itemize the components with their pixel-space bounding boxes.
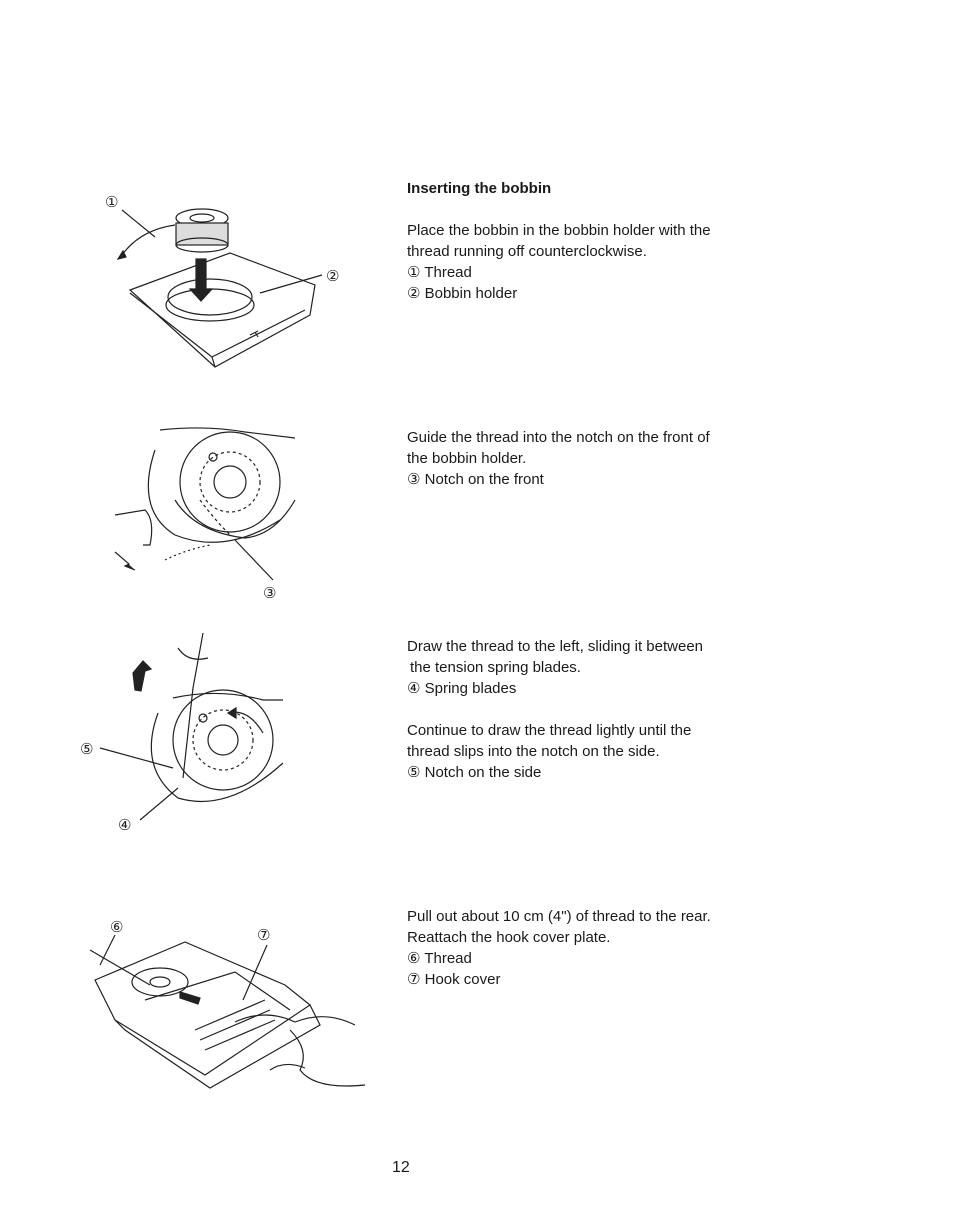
section-2-line-2: the bobbin holder. [407,450,527,467]
section-2-line-1: Guide the thread into the notch on the f… [407,429,710,446]
section-1-line-1: Place the bobbin in the bobbin holder wi… [407,222,711,239]
page-number: 12 [392,1159,410,1176]
section-2: Guide the thread into the notch on the f… [407,427,767,490]
part-spring-blades: ④ Spring blades [407,680,517,697]
callout-5: ⑤ [80,740,93,758]
callout-1: ① [105,193,118,211]
part-bobbin-holder: ② Bobbin holder [407,285,518,302]
callout-7: ⑦ [257,926,270,944]
section-4-line-2: Reattach the hook cover plate. [407,929,611,946]
callout-6: ⑥ [110,918,123,936]
callout-2: ② [326,267,339,285]
section-4-line-1: Pull out about 10 cm (4") of thread to t… [407,908,711,925]
part-thread: ① Thread [407,264,472,281]
section-3-line-1: Draw the thread to the left, sliding it … [407,638,704,655]
figure-spring-blades: ⑤ ④ [78,628,298,838]
section-4: Pull out about 10 cm (4") of thread to t… [407,906,767,990]
section-1: Inserting the bobbin Place the bobbin in… [407,178,767,304]
section-1-line-2: thread running off counterclockwise. [407,243,647,260]
figure-insert-bobbin: ① ② [100,185,350,375]
section-3-line-2: the tension spring blades. [410,659,581,676]
callout-3: ③ [263,584,276,602]
section-3: Draw the thread to the left, sliding it … [407,636,767,783]
part-thread-rear: ⑥ Thread [407,950,472,967]
part-side-notch: ⑤ Notch on the side [407,764,542,781]
callout-4: ④ [118,816,131,834]
part-hook-cover: ⑦ Hook cover [407,971,501,988]
section-3-line-4: thread slips into the notch on the side. [407,743,660,760]
figure-hook-cover: ⑥ ⑦ [85,910,375,1100]
section-3-line-3: Continue to draw the thread lightly unti… [407,722,692,739]
part-front-notch: ③ Notch on the front [407,471,544,488]
section-heading: Inserting the bobbin [407,180,552,197]
figure-front-notch: ③ [105,420,305,610]
